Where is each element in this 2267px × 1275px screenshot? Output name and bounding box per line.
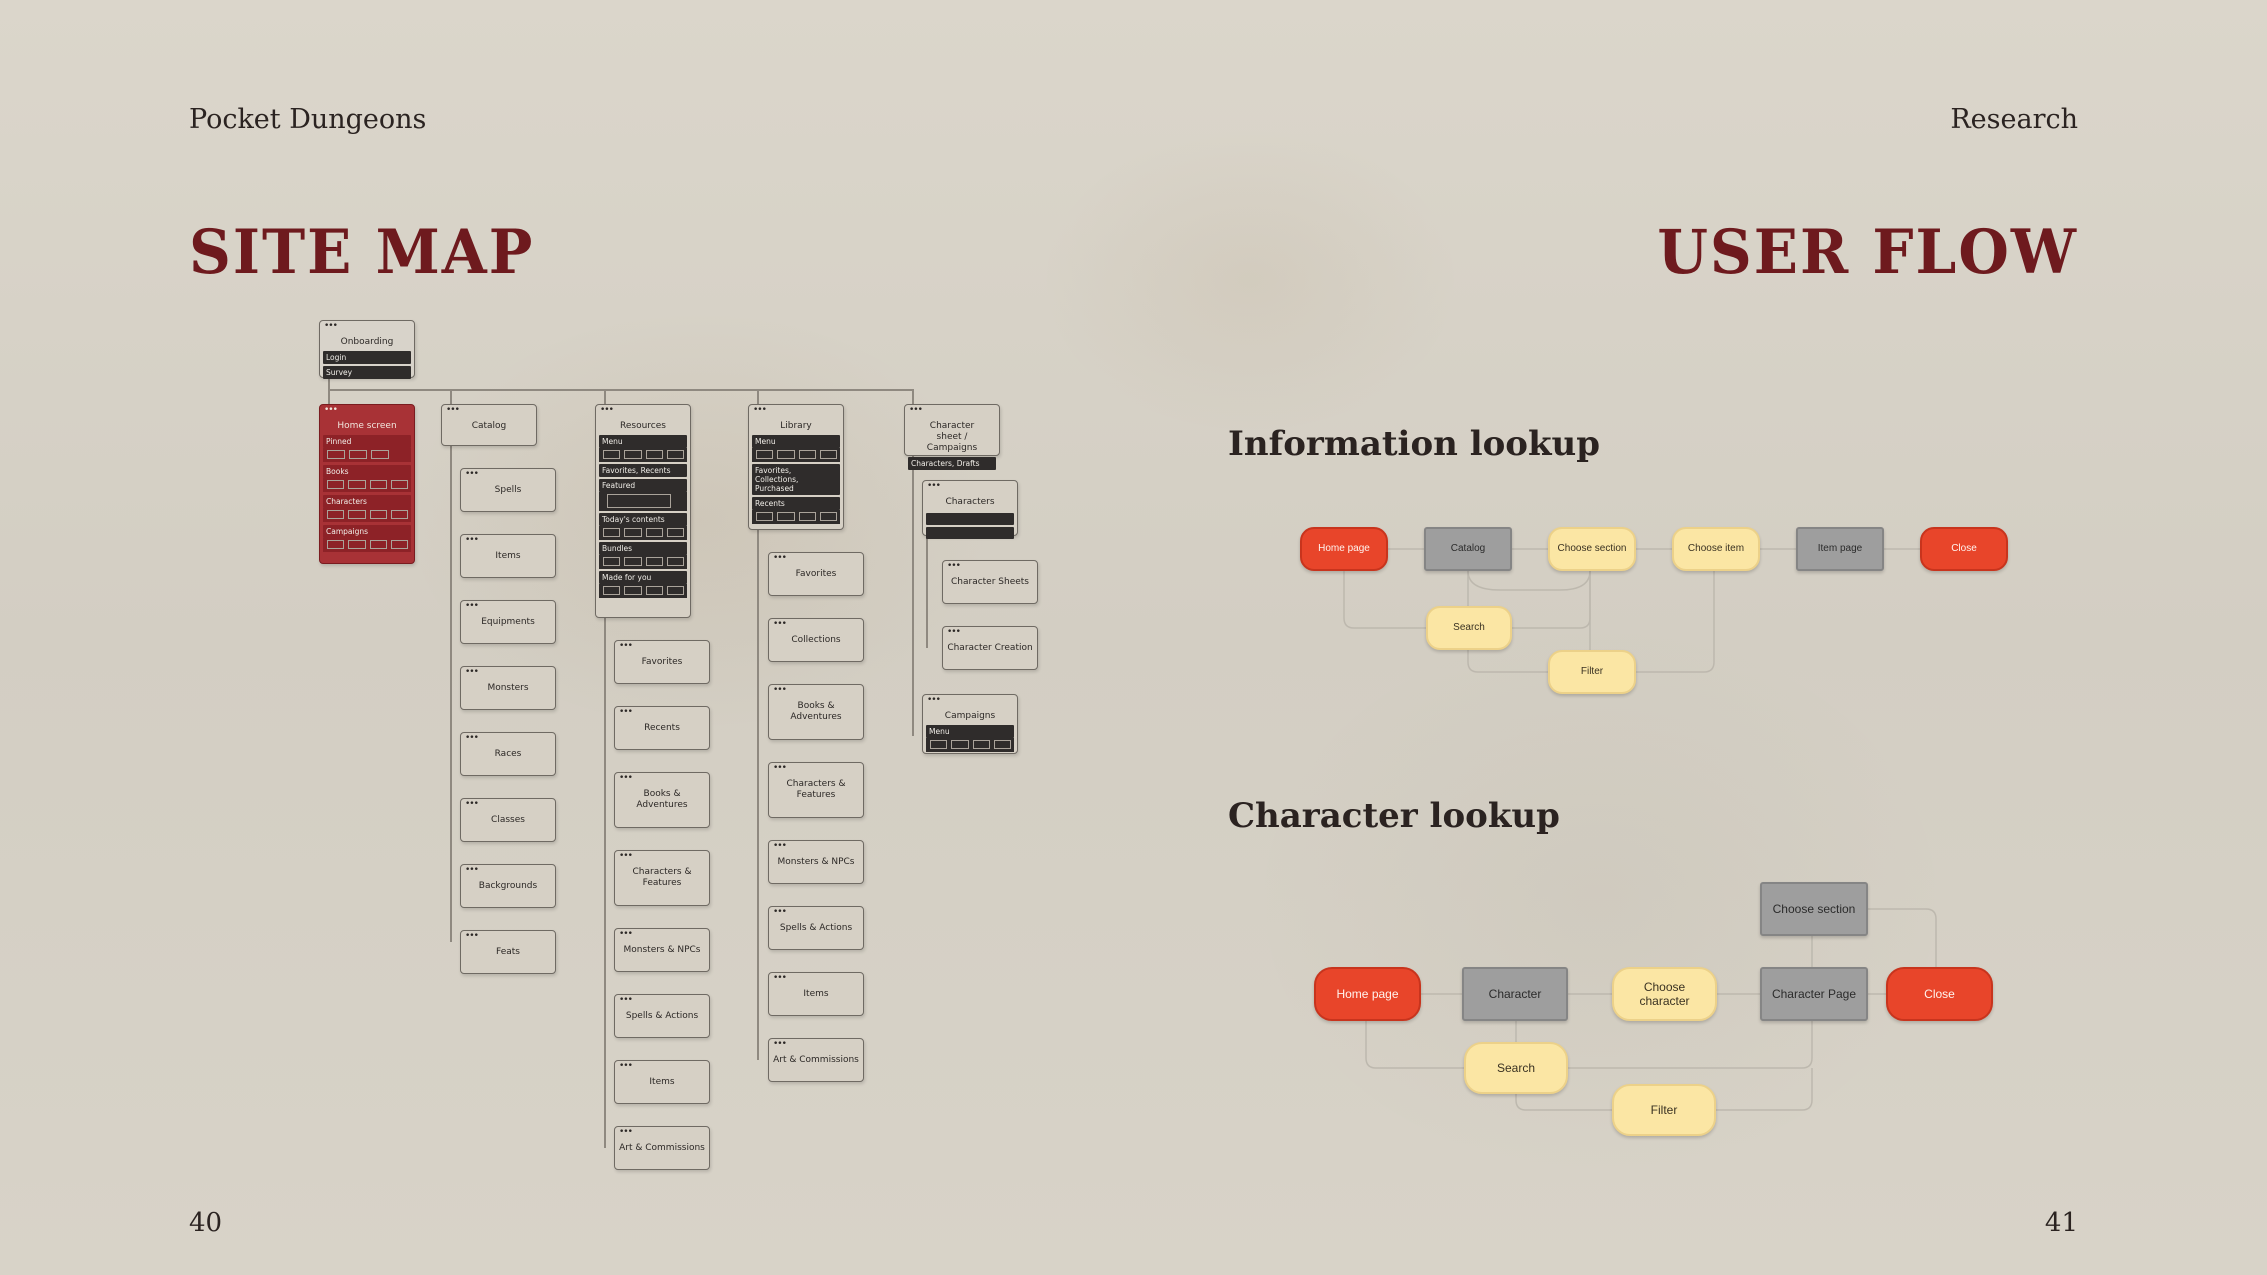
sitemap-library-child: •••Characters & Features: [768, 762, 864, 818]
sitemap-resources: ••• Resources Menu Favorites, Recents Fe…: [595, 404, 691, 618]
user-flow-title: USER FLOW: [1657, 216, 2078, 288]
sitemap-library-child: •••Items: [768, 972, 864, 1016]
sitemap-catalog-child: •••Equipments: [460, 600, 556, 644]
flow-node-home-page: Home page: [1300, 527, 1388, 571]
sitemap-resources-child: •••Monsters & NPCs: [614, 928, 710, 972]
sitemap-catalog-child: •••Monsters: [460, 666, 556, 710]
sitemap-library: ••• Library Menu Favorites, Collections,…: [748, 404, 844, 530]
sitemap-library-child: •••Collections: [768, 618, 864, 662]
flow-node-filter: Filter: [1612, 1084, 1716, 1136]
sitemap-campaigns: ••• Campaigns Menu: [922, 694, 1018, 754]
sitemap-library-child: •••Favorites: [768, 552, 864, 596]
sitemap-characters: ••• Characters: [922, 480, 1018, 539]
page-number-left: 40: [189, 1208, 223, 1238]
sitemap-catalog: •••Catalog: [441, 404, 537, 446]
flow-node-close: Close: [1920, 527, 2008, 571]
sitemap-resources-child: •••Items: [614, 1060, 710, 1104]
sitemap-resources-child: •••Favorites: [614, 640, 710, 684]
site-map-title: SITE MAP: [189, 216, 535, 288]
info-lookup-title: Information lookup: [1228, 424, 1601, 464]
sitemap-library-child: •••Art & Commissions: [768, 1038, 864, 1082]
flow-node-choose-section: Choose section: [1760, 882, 1868, 936]
sitemap-catalog-child: •••Classes: [460, 798, 556, 842]
flow-node-home-page: Home page: [1314, 967, 1421, 1021]
sitemap-catalog-child: •••Items: [460, 534, 556, 578]
sitemap-resources-child: •••Recents: [614, 706, 710, 750]
sitemap-library-child: •••Books & Adventures: [768, 684, 864, 740]
flow-node-choose-section: Choose section: [1548, 527, 1636, 571]
char-lookup-title: Character lookup: [1228, 796, 1560, 836]
flow-node-close: Close: [1886, 967, 1993, 1021]
page-number-right: 41: [2044, 1208, 2078, 1238]
sitemap-catalog-child: •••Races: [460, 732, 556, 776]
sitemap-home-screen: ••• Home screen Pinned Books Characters …: [319, 404, 415, 564]
flow-node-choose-character: Choose character: [1612, 967, 1717, 1021]
section-name: Research: [1950, 104, 2078, 135]
sitemap-catalog-child: •••Spells: [460, 468, 556, 512]
brand-name: Pocket Dungeons: [189, 104, 427, 135]
flow-node-character-page: Character Page: [1760, 967, 1868, 1021]
sitemap-resources-child: •••Books & Adventures: [614, 772, 710, 828]
sitemap-characters-child: •••Character Sheets: [942, 560, 1038, 604]
sitemap-resources-child: •••Spells & Actions: [614, 994, 710, 1038]
sitemap-library-child: •••Monsters & NPCs: [768, 840, 864, 884]
sitemap-resources-child: •••Characters & Features: [614, 850, 710, 906]
flow-node-choose-item: Choose item: [1672, 527, 1760, 571]
sitemap-resources-child: •••Art & Commissions: [614, 1126, 710, 1170]
sitemap-onboarding: ••• Onboarding Login Survey: [319, 320, 415, 379]
sitemap-character-sheet: ••• Character sheet / Campaigns Characte…: [904, 404, 1000, 470]
sitemap-characters-child: •••Character Creation: [942, 626, 1038, 670]
flow-node-filter: Filter: [1548, 650, 1636, 694]
flow-node-search: Search: [1426, 606, 1512, 650]
flow-node-item-page: Item page: [1796, 527, 1884, 571]
sitemap-catalog-child: •••Feats: [460, 930, 556, 974]
sitemap-library-child: •••Spells & Actions: [768, 906, 864, 950]
flow-node-search: Search: [1464, 1042, 1568, 1094]
sitemap-catalog-child: •••Backgrounds: [460, 864, 556, 908]
flow-node-character: Character: [1462, 967, 1568, 1021]
flow-node-catalog: Catalog: [1424, 527, 1512, 571]
